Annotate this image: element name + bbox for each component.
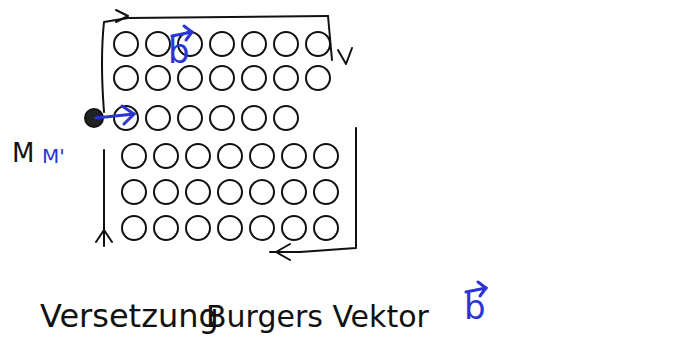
atom [186, 216, 210, 240]
atom [146, 106, 170, 130]
burgers-vector-arrow [96, 26, 486, 296]
burgers-vector-symbol: b [464, 290, 486, 324]
atom-grid [114, 32, 338, 240]
atom [114, 32, 138, 56]
circuit-arrow [116, 10, 128, 22]
atom [146, 66, 170, 90]
circuit-arrow [276, 244, 290, 260]
atom [306, 66, 330, 90]
atom [154, 144, 178, 168]
atom [274, 32, 298, 56]
caption-text: Versetzung [40, 300, 219, 332]
atom [210, 32, 234, 56]
atom [178, 106, 202, 130]
atom [210, 106, 234, 130]
atom [122, 144, 146, 168]
atom [242, 106, 266, 130]
atom [250, 180, 274, 204]
circuit-line [270, 251, 300, 253]
point-label: M [12, 140, 34, 166]
atom [250, 144, 274, 168]
circuit-arrow [96, 230, 112, 242]
atom [314, 216, 338, 240]
atom [154, 180, 178, 204]
atom [186, 180, 210, 204]
burgers-vector-symbol: b [168, 34, 190, 68]
atom [218, 180, 242, 204]
atom [210, 66, 234, 90]
circuit-line [328, 16, 332, 60]
atom [282, 144, 306, 168]
atom [282, 216, 306, 240]
burgers-circuit [96, 10, 356, 260]
atom [178, 66, 202, 90]
atom [218, 216, 242, 240]
atom [274, 66, 298, 90]
atom [218, 144, 242, 168]
atom [242, 32, 266, 56]
atom [186, 144, 210, 168]
circuit-line [128, 16, 328, 18]
circuit-line [102, 18, 128, 112]
circuit-arrow [338, 48, 352, 64]
atom [250, 216, 274, 240]
point-label: M' [42, 146, 65, 166]
atom [282, 180, 306, 204]
atom [114, 106, 138, 130]
caption-text: Burgers Vektor [206, 302, 429, 332]
atom [122, 216, 146, 240]
atom [274, 106, 298, 130]
atom [122, 180, 146, 204]
atom [154, 216, 178, 240]
atom [314, 180, 338, 204]
atom [146, 32, 170, 56]
circuit-line [300, 128, 356, 252]
atom [242, 66, 266, 90]
atom [306, 32, 330, 56]
atom [314, 144, 338, 168]
atom [114, 66, 138, 90]
